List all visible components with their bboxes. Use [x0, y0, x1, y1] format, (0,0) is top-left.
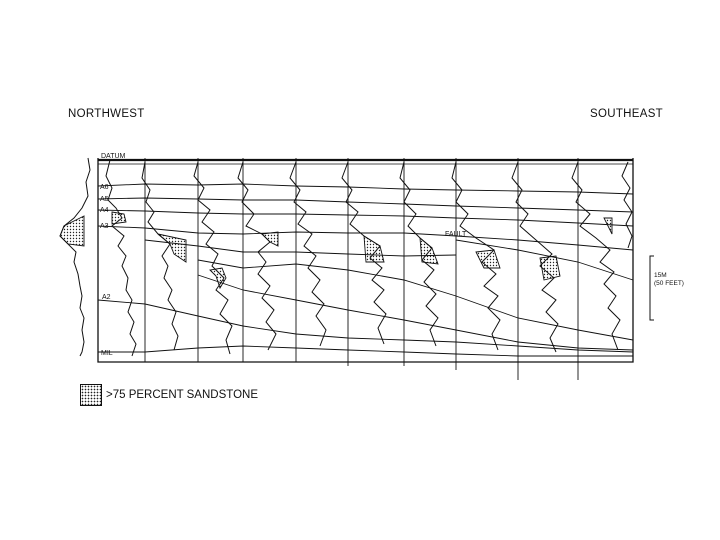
wedge-upper-line [197, 259, 634, 341]
sand-body-7 [419, 236, 439, 265]
sand-body-3 [157, 233, 187, 263]
datum-label: DATUM [101, 153, 126, 160]
sandstone-swatch [80, 384, 102, 406]
a6-line [97, 183, 634, 195]
a3-deep-line [144, 239, 457, 257]
legend-text: >75 PERCENT SANDSTONE [106, 389, 258, 401]
log-curve-6 [289, 161, 327, 347]
a5-line [97, 197, 634, 213]
well-verticals [144, 158, 579, 380]
sandstone-fills [59, 211, 613, 290]
scale-labels: 15M (50 FEET) [654, 272, 684, 288]
sand-body-6 [363, 235, 385, 263]
wedge-lower-line [197, 274, 634, 351]
mil-line [98, 345, 633, 357]
a5-label: A5 [100, 196, 109, 203]
northwest-label: NORTHWEST [68, 108, 145, 120]
a3-label: A3 [100, 223, 109, 230]
log-curve-5 [237, 161, 277, 351]
sand-body-8 [475, 249, 501, 269]
legend: >75 PERCENT SANDSTONE [80, 384, 258, 406]
frame-outline [97, 158, 634, 363]
sand-body-4 [209, 267, 227, 290]
a4-label: A4 [100, 207, 109, 214]
sand-body-5 [261, 231, 279, 247]
a6-label: A6 [100, 184, 109, 191]
mil-label: MIL [101, 350, 113, 357]
log-curve-11 [571, 161, 621, 351]
a2-label: A2 [102, 294, 111, 301]
log-curve-4 [193, 161, 233, 355]
log-curve-2 [105, 159, 137, 357]
log-curve-1 [59, 157, 91, 357]
sand-body-1 [59, 215, 85, 247]
scale-imperial: (50 FEET) [654, 280, 684, 287]
a2-line [97, 299, 634, 353]
log-curve-3 [141, 161, 179, 351]
sand-body-9 [539, 255, 561, 281]
fault-label: FAULT [445, 231, 467, 238]
a4-line [97, 209, 634, 227]
scale-metric: 15M [654, 272, 667, 279]
correlation-lines [97, 183, 634, 357]
log-curve-12 [621, 161, 633, 249]
sand-body-10 [603, 217, 613, 235]
southeast-label: SOUTHEAST [590, 108, 663, 120]
scale-bracket [649, 255, 654, 321]
sand-body-2 [111, 211, 127, 225]
